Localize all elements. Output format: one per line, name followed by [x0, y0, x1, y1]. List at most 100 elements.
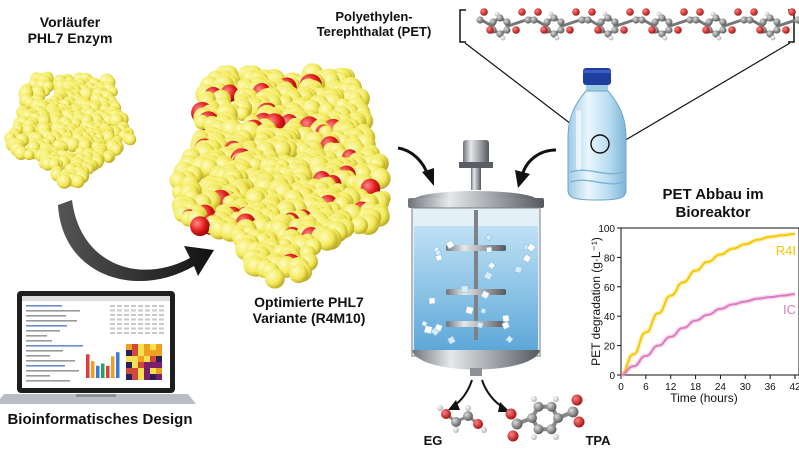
oxygen-atom: [571, 394, 583, 406]
heatmap-cell: [126, 344, 132, 350]
carbon-atom: [550, 30, 558, 38]
table-cell: [117, 318, 122, 321]
table-cell: [110, 309, 115, 312]
pet-particle: [428, 297, 436, 305]
x-tick-label: 24: [715, 382, 727, 393]
pet-particle: [421, 320, 428, 327]
table-cell: [124, 332, 129, 334]
eg-product-arrowhead-icon: [448, 400, 460, 410]
heatmap-cell: [156, 350, 162, 356]
x-tick-label: 12: [665, 382, 677, 393]
pet-particle: [480, 290, 490, 300]
table-cell: [152, 305, 157, 307]
laptop-image: [0, 291, 196, 404]
code-line: [26, 305, 62, 307]
left-feed-arrowhead-icon: [422, 168, 434, 186]
carbon-atom: [533, 424, 544, 435]
heatmap-cell: [156, 344, 162, 350]
pet-bottle-image: [567, 68, 627, 201]
optimized-enzyme-image: [169, 63, 391, 289]
table-cell: [152, 318, 157, 321]
carbon-atom: [557, 26, 565, 34]
enzyme-residue: [264, 268, 285, 289]
table-cell: [110, 323, 115, 325]
hydrogen-atom: [554, 35, 560, 41]
heatmap-cell: [150, 368, 156, 374]
carbon-atom: [533, 401, 544, 412]
heatmap-cell: [126, 368, 132, 374]
chart-title-line1: PET Abbau im: [662, 186, 764, 203]
pet-particle: [487, 261, 496, 270]
code-line: [26, 355, 50, 357]
table-cell: [124, 314, 129, 316]
pet-polymer-chain-image: [459, 8, 799, 43]
x-tick-label: 18: [690, 382, 702, 393]
table-cell: [124, 309, 129, 312]
heatmap-cell: [132, 362, 138, 368]
heatmap-cell: [126, 356, 132, 362]
pet-particle: [514, 265, 523, 274]
carbon-atom: [597, 18, 605, 26]
y-tick-label: 60: [604, 283, 616, 294]
heatmap-cell: [138, 356, 144, 362]
hydrogen-atom: [500, 35, 506, 41]
mini-bar: [96, 365, 100, 378]
enzyme-residue: [316, 228, 338, 251]
enzyme-residue: [350, 216, 369, 235]
pet-particle: [447, 335, 456, 345]
heatmap-cell: [132, 350, 138, 356]
enzyme-residue: [65, 137, 80, 152]
optimized-label-line1: Optimierte PHL7: [254, 294, 364, 310]
oxygen-atom: [750, 8, 758, 16]
oxygen-atom: [518, 8, 526, 16]
table-cell: [117, 323, 122, 325]
oxygen-atom: [674, 26, 682, 34]
pet-label-line2: Terephthalat (PET): [316, 23, 432, 39]
pet-particle: [434, 248, 442, 257]
series-line-0: [620, 232, 796, 376]
oxygen-atom: [573, 416, 585, 428]
carbon-atom: [503, 26, 511, 34]
series-line-1: [620, 293, 796, 376]
heatmap-cell: [150, 362, 156, 368]
table-cell: [138, 327, 143, 330]
pet-particle: [486, 246, 493, 253]
oxygen-atom: [473, 419, 483, 429]
hydrogen-atom: [770, 35, 776, 41]
carbon-atom: [550, 14, 558, 22]
oxygen-atom: [788, 8, 796, 16]
carbon-atom: [527, 413, 537, 423]
heatmap-cell: [144, 368, 150, 374]
heatmap-cell: [126, 374, 132, 380]
hydrogen-atom: [531, 395, 537, 402]
carbon-atom: [705, 18, 713, 26]
table-cell: [159, 309, 164, 312]
code-line: [26, 310, 80, 312]
enzyme-residue: [23, 149, 35, 161]
pet-particle: [460, 285, 469, 294]
heatmap-cell: [144, 356, 150, 362]
carbon-atom: [451, 417, 461, 427]
code-line: [26, 320, 77, 322]
oxygen-atom: [486, 26, 494, 34]
code-line: [26, 360, 75, 362]
x-tick-label: 42: [789, 382, 799, 393]
carbon-atom: [719, 18, 727, 26]
x-tick-label: 6: [643, 382, 649, 393]
hydrogen-atom: [656, 11, 662, 17]
table-cell: [145, 309, 150, 312]
code-line: [26, 335, 47, 337]
heatmap-cell: [138, 344, 144, 350]
table-cell: [159, 314, 164, 316]
precursor-label-line2: PHL7 Enzym: [27, 30, 113, 47]
pet-particle: [501, 321, 511, 330]
heatmap-cell: [126, 362, 132, 368]
carbon-atom: [746, 16, 754, 24]
oxygen-atom: [680, 8, 688, 16]
heatmap-cell: [138, 374, 144, 380]
carbon-atom: [759, 18, 767, 26]
table-cell: [110, 318, 115, 321]
carbon-atom: [794, 16, 799, 24]
y-tick-label: 0: [609, 371, 615, 382]
